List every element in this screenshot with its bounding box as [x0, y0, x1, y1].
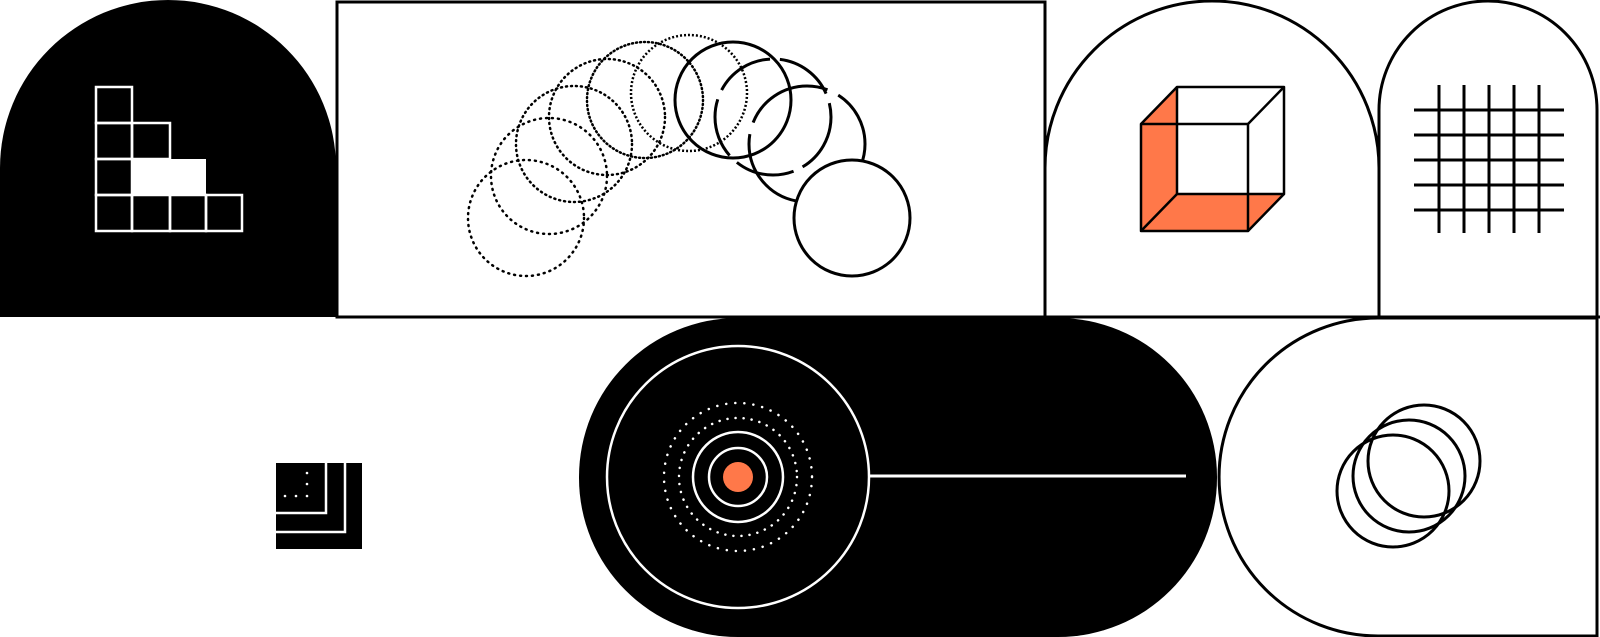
- target-pill: [579, 318, 1217, 637]
- arch-frame: [1043, 0, 1381, 317]
- stair-grid-dome: [0, 0, 336, 317]
- box-frame: [335, 0, 1047, 319]
- rolling-circles-box: [335, 0, 1047, 319]
- wireframe-cube-icon: [1139, 85, 1286, 233]
- overlapping-circles-icon: [1335, 403, 1482, 549]
- hash-grid-icon: [1414, 85, 1564, 233]
- nested-squares-icon: [276, 463, 362, 549]
- rolling-circles-icon: [466, 33, 912, 278]
- grid-arch: [1377, 0, 1599, 317]
- cube-arch: [1043, 0, 1381, 317]
- stair-grid-solid-block: [132, 159, 206, 195]
- overlapping-circles-arch: [1217, 316, 1599, 637]
- arch-frame: [1377, 0, 1599, 317]
- arch-frame: [1217, 316, 1599, 637]
- target-center-dot: [723, 462, 753, 492]
- radar-target-icon: [605, 344, 1186, 610]
